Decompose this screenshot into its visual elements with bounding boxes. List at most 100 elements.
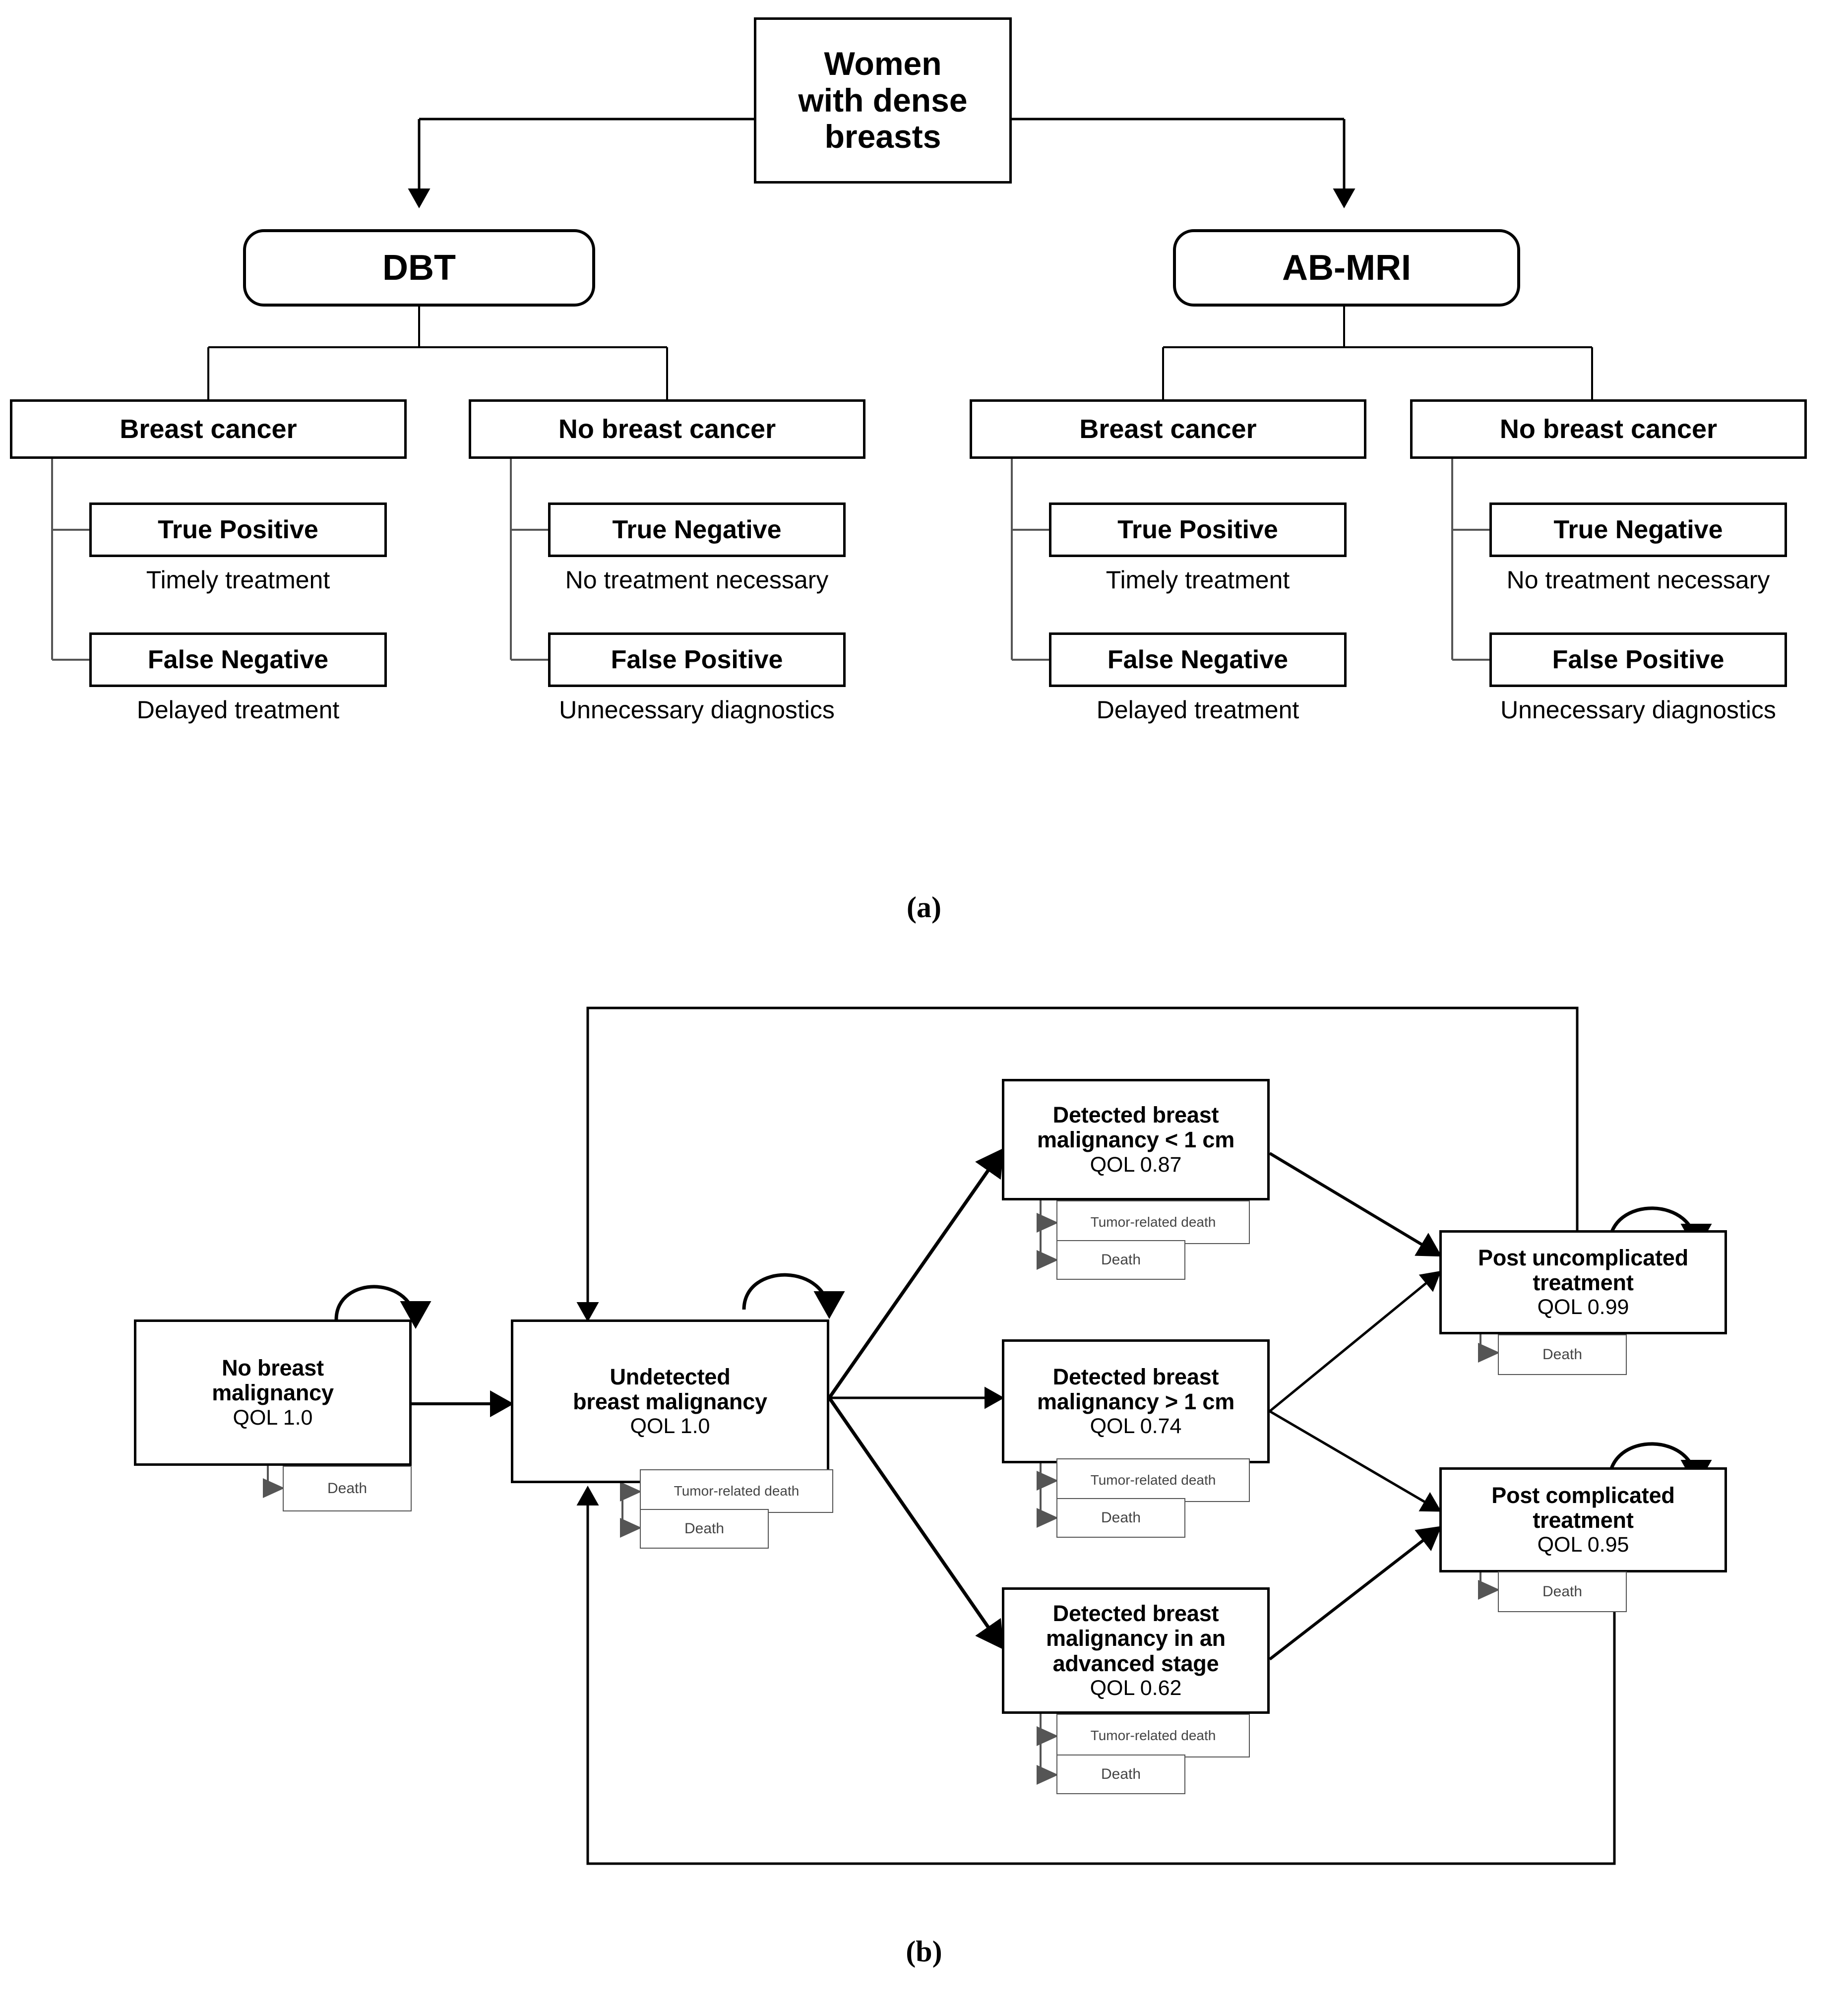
state-title-line-2: breast malignancy — [573, 1388, 767, 1414]
outcome-node-true-positive-dbt: True Positive — [89, 502, 387, 557]
condition-node-abmri-no-breast-cancer: No breast cancer — [1410, 399, 1807, 459]
death-label: Death — [1542, 1583, 1583, 1600]
tumor-related-death-label: Tumor-related death — [1090, 1728, 1216, 1743]
state-title-line-2: malignancy — [212, 1380, 334, 1406]
outcome-caption-timely-treatment-dbt: Timely treatment — [89, 565, 387, 594]
condition-node-abmri-breast-cancer: Breast cancer — [970, 399, 1366, 459]
caption-text: Timely treatment — [1106, 566, 1290, 594]
condition-label: Breast cancer — [1079, 414, 1257, 444]
outcome-label: False Positive — [1552, 645, 1725, 674]
outcome-caption-delayed-treatment-abmri: Delayed treatment — [1049, 695, 1347, 724]
absorbing-state-tumor-related-death: Tumor-related death — [1056, 1200, 1250, 1244]
outcome-node-false-positive-dbt: False Positive — [548, 632, 846, 687]
absorbing-state-death: Death — [1056, 1498, 1185, 1538]
absorbing-state-death: Death — [640, 1509, 769, 1549]
state-qol: QOL 0.87 — [1090, 1152, 1182, 1177]
state-qol: QOL 0.95 — [1537, 1533, 1629, 1557]
state-title-line-1: Detected breast — [1052, 1102, 1219, 1128]
markov-state-undetected-breast-malignancy: Undetected breast malignancy QOL 1.0 — [511, 1319, 829, 1483]
death-label: Death — [1542, 1346, 1583, 1363]
outcome-node-false-negative-dbt: False Negative — [89, 632, 387, 687]
state-qol: QOL 1.0 — [630, 1414, 710, 1439]
absorbing-state-tumor-related-death: Tumor-related death — [1056, 1458, 1250, 1502]
absorbing-state-death: Death — [1498, 1571, 1627, 1612]
markov-state-detected-advanced: Detected breast malignancy in an advance… — [1002, 1587, 1270, 1714]
strategy-label-abmri: AB-MRI — [1282, 248, 1411, 288]
strategy-label-dbt: DBT — [382, 248, 456, 288]
state-qol: QOL 0.62 — [1090, 1676, 1182, 1700]
outcome-label: True Negative — [1553, 515, 1723, 544]
absorbing-state-death: Death — [1056, 1754, 1185, 1794]
markov-state-post-complicated-treatment: Post complicated treatment QOL 0.95 — [1439, 1467, 1727, 1572]
outcome-node-false-negative-abmri: False Negative — [1049, 632, 1347, 687]
caption-text: No treatment necessary — [1506, 566, 1770, 594]
outcome-caption-no-treatment-necessary-abmri: No treatment necessary — [1475, 565, 1802, 594]
root-line-1: Women — [824, 45, 942, 82]
state-title-line-1: Undetected — [610, 1364, 731, 1389]
state-qol: QOL 0.74 — [1090, 1414, 1182, 1439]
outcome-node-true-positive-abmri: True Positive — [1049, 502, 1347, 557]
outcome-caption-timely-treatment-abmri: Timely treatment — [1049, 565, 1347, 594]
root-line-3: breasts — [824, 118, 941, 155]
state-qol: QOL 1.0 — [233, 1405, 313, 1430]
state-title-line-1: No breast — [222, 1355, 324, 1381]
tumor-related-death-label: Tumor-related death — [674, 1483, 800, 1499]
absorbing-state-death: Death — [1056, 1240, 1185, 1280]
state-title-line-1: Detected breast — [1052, 1600, 1219, 1626]
outcome-label: True Positive — [1117, 515, 1278, 544]
outcome-caption-unnecessary-diagnostics-dbt: Unnecessary diagnostics — [533, 695, 861, 724]
caption-text: Unnecessary diagnostics — [559, 696, 835, 724]
condition-label: No breast cancer — [558, 414, 776, 444]
tumor-related-death-label: Tumor-related death — [1090, 1214, 1216, 1230]
outcome-caption-no-treatment-necessary-dbt: No treatment necessary — [533, 565, 861, 594]
caption-text: Delayed treatment — [1096, 696, 1299, 724]
state-title-line-2: treatment — [1533, 1269, 1634, 1295]
state-title-line-2: malignancy > 1 cm — [1037, 1388, 1235, 1414]
panel-caption-b: (b) — [860, 1935, 988, 1969]
outcome-label: False Negative — [147, 645, 329, 674]
state-title-line-1: Post complicated — [1491, 1482, 1675, 1508]
caption-text: Delayed treatment — [136, 696, 340, 724]
state-title-line-2: malignancy < 1 cm — [1037, 1127, 1235, 1153]
markov-state-detected-gt-1cm: Detected breast malignancy > 1 cm QOL 0.… — [1002, 1339, 1270, 1463]
state-title-line-2: treatment — [1533, 1507, 1634, 1533]
outcome-caption-unnecessary-diagnostics-abmri: Unnecessary diagnostics — [1475, 695, 1802, 724]
death-label: Death — [684, 1520, 725, 1537]
state-title-line-3: advanced stage — [1052, 1650, 1219, 1676]
condition-node-dbt-breast-cancer: Breast cancer — [10, 399, 407, 459]
panel-caption-a-text: (a) — [907, 891, 941, 924]
tumor-related-death-label: Tumor-related death — [1090, 1472, 1216, 1488]
absorbing-state-tumor-related-death: Tumor-related death — [640, 1469, 833, 1513]
outcome-node-false-positive-abmri: False Positive — [1489, 632, 1787, 687]
absorbing-state-death: Death — [283, 1466, 412, 1511]
caption-text: Unnecessary diagnostics — [1500, 696, 1776, 724]
outcome-label: False Negative — [1107, 645, 1289, 674]
state-title-line-2: malignancy in an — [1046, 1626, 1226, 1651]
outcome-label: False Positive — [611, 645, 783, 674]
death-label: Death — [1101, 1509, 1141, 1526]
caption-text: Timely treatment — [146, 566, 330, 594]
caption-text: No treatment necessary — [565, 566, 829, 594]
death-label: Death — [1101, 1252, 1141, 1268]
outcome-label: True Positive — [158, 515, 318, 544]
panel-caption-b-text: (b) — [906, 1935, 942, 1968]
death-label: Death — [1101, 1766, 1141, 1782]
markov-state-detected-lt-1cm: Detected breast malignancy < 1 cm QOL 0.… — [1002, 1079, 1270, 1200]
condition-label: No breast cancer — [1499, 414, 1718, 444]
strategy-node-abmri[interactable]: AB-MRI — [1173, 229, 1520, 307]
decision-tree-root-node: Women with dense breasts — [754, 17, 1012, 184]
markov-state-post-uncomplicated-treatment: Post uncomplicated treatment QOL 0.99 — [1439, 1230, 1727, 1334]
outcome-node-true-negative-abmri: True Negative — [1489, 502, 1787, 557]
absorbing-state-death: Death — [1498, 1334, 1627, 1375]
death-label: Death — [327, 1480, 368, 1497]
absorbing-state-tumor-related-death: Tumor-related death — [1056, 1714, 1250, 1757]
condition-node-dbt-no-breast-cancer: No breast cancer — [469, 399, 865, 459]
outcome-caption-delayed-treatment-dbt: Delayed treatment — [89, 695, 387, 724]
state-title-line-1: Post uncomplicated — [1478, 1245, 1688, 1270]
state-qol: QOL 0.99 — [1537, 1295, 1629, 1319]
outcome-label: True Negative — [612, 515, 782, 544]
state-title-line-1: Detected breast — [1052, 1364, 1219, 1389]
outcome-node-true-negative-dbt: True Negative — [548, 502, 846, 557]
strategy-node-dbt[interactable]: DBT — [243, 229, 595, 307]
